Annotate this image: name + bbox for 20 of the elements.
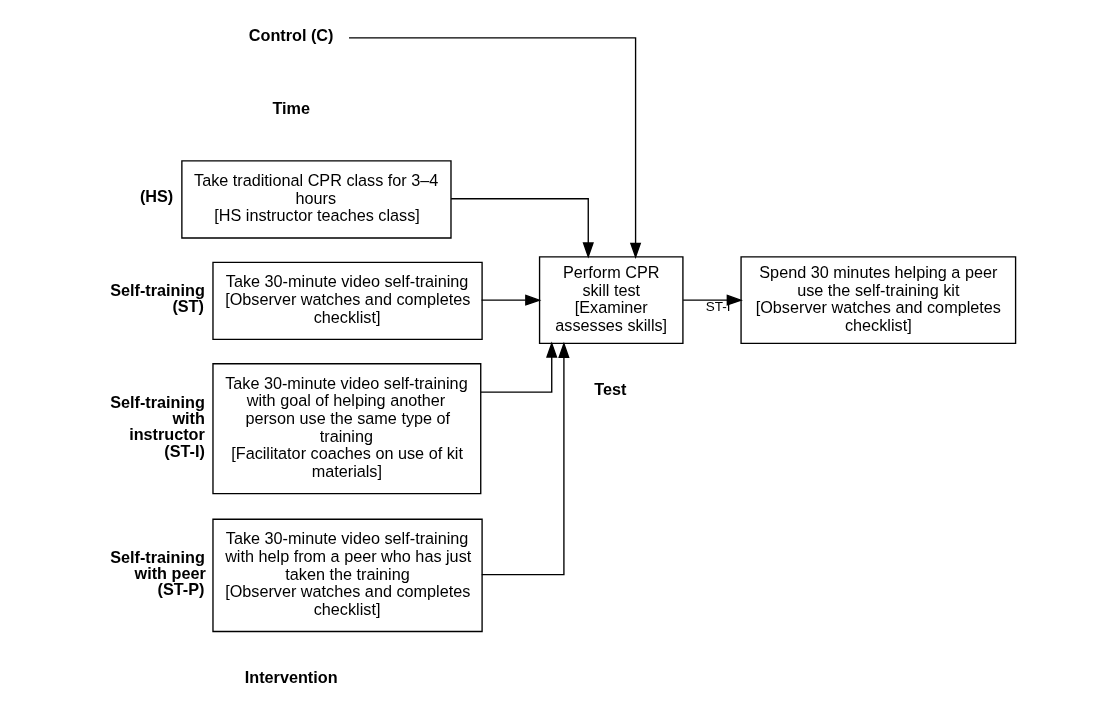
arrow bbox=[682, 294, 743, 306]
node-box: Take traditional CPR class for 3–4 hours [HS instructor teaches class] bbox=[181, 160, 452, 239]
arrow bbox=[481, 341, 570, 576]
node-label: Self-training with peer (ST-P) bbox=[110, 547, 206, 599]
arrow bbox=[480, 341, 558, 393]
node-box: Take 30-minute video self-training with help from a peer who has just taken the training [Observer watches and completes checklist] bbox=[212, 518, 483, 633]
arrow bbox=[450, 198, 594, 259]
label: Intervention bbox=[244, 668, 338, 687]
node-text: Control (C) bbox=[248, 25, 334, 44]
label: Time bbox=[272, 98, 311, 117]
node-label: Self-training with instructor (ST-I) bbox=[110, 392, 205, 460]
node-label: (HS) bbox=[139, 187, 174, 206]
label: Test bbox=[594, 379, 627, 398]
node-label: Self-training (ST) bbox=[110, 281, 205, 316]
node-box: Perform CPR skill test [Examiner assesses skills] bbox=[538, 256, 684, 345]
arrow bbox=[348, 37, 642, 259]
node-box: Spend 30 minutes helping a peer use the self-training kit [Observer watches and completes checklist] bbox=[740, 256, 1017, 345]
node-box: Take 30-minute video self-training with goal of helping another person use the same type of training [Facilitator coaches on use of kit materials] bbox=[212, 363, 482, 495]
arrow bbox=[480, 294, 542, 306]
node-box: Take 30-minute video self-training [Observer watches and completes checklist] bbox=[212, 261, 483, 341]
